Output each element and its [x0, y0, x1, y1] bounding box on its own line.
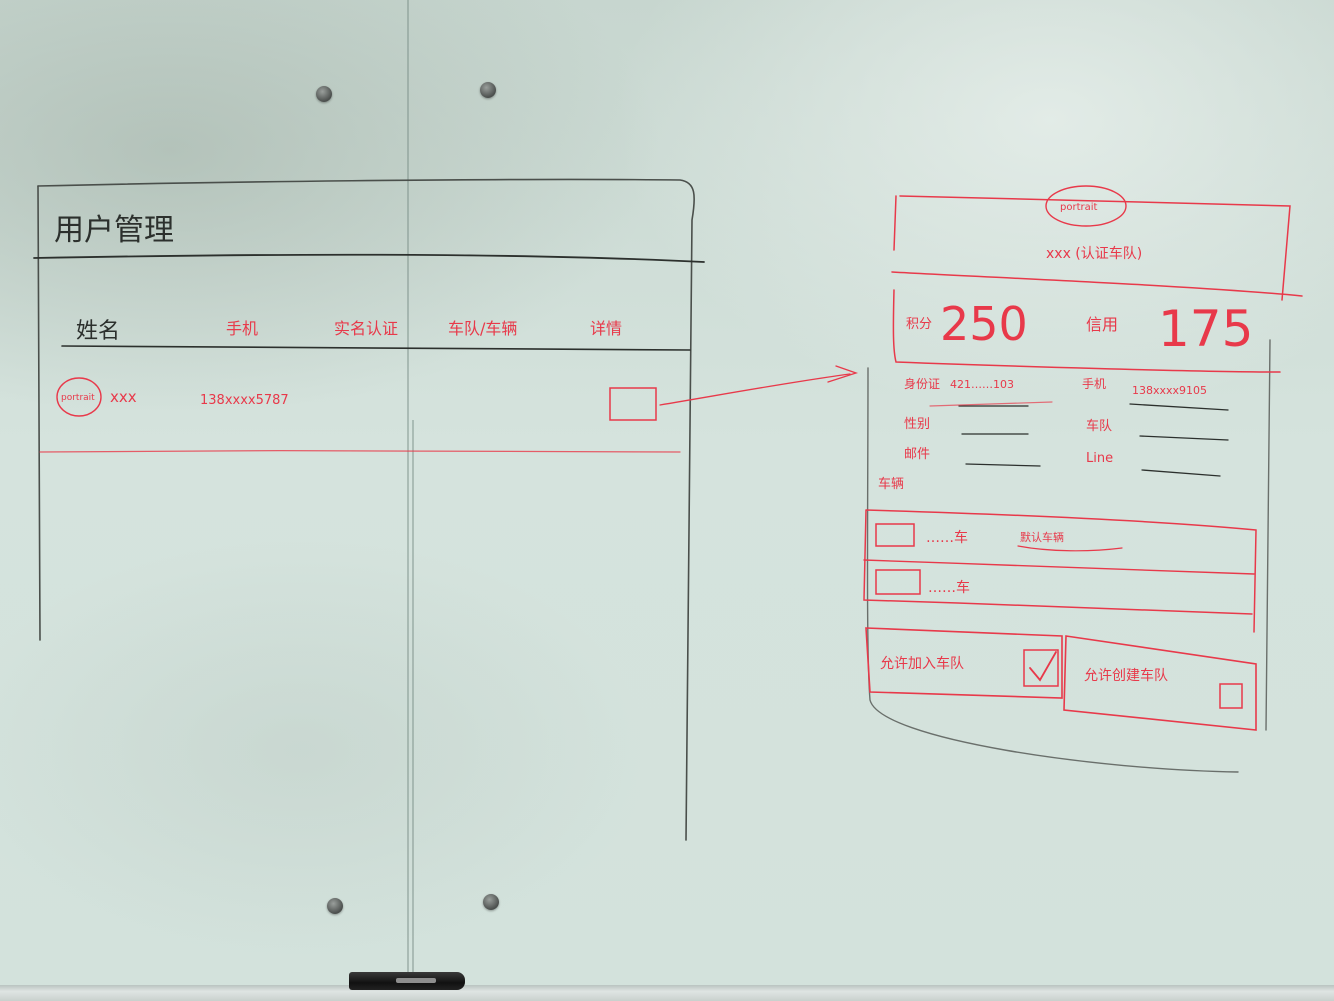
row-avatar-label: portrait — [61, 393, 95, 403]
detail-user-line: xxx (认证车队) — [1046, 245, 1142, 262]
info-label: 邮件 — [904, 447, 930, 462]
right-sketch — [863, 185, 1303, 773]
panel-seam — [407, 0, 409, 985]
marker-pen-label — [396, 978, 436, 983]
detail-avatar-label: portrait — [1060, 202, 1098, 213]
whiteboard-tray — [0, 985, 1334, 1001]
column-header-phone: 手机 — [226, 319, 258, 338]
stat-points-label: 积分 — [906, 317, 932, 332]
column-header-name: 姓名 — [76, 319, 120, 344]
info-label: Line — [1086, 451, 1113, 466]
stat-credit-value: 175 — [1158, 300, 1253, 358]
column-header-detail: 详情 — [590, 319, 622, 338]
option-allow-create-label: 允许创建车队 — [1084, 667, 1168, 684]
vehicle-title: ……车 — [926, 529, 968, 546]
panel-seam-lower — [412, 420, 414, 985]
magnet — [480, 82, 496, 98]
info-label: 手机 — [1082, 377, 1106, 391]
vehicle-title: ……车 — [928, 579, 970, 596]
info-label: 性别 — [904, 417, 930, 432]
magnet — [316, 86, 332, 102]
vehicle-default-note: 默认车辆 — [1020, 530, 1064, 544]
row-phone: 138xxxx5787 — [200, 393, 289, 408]
row-name: xxx — [110, 388, 137, 406]
column-header-verified: 实名认证 — [334, 319, 398, 338]
column-header-fleet: 车队/车辆 — [448, 319, 517, 338]
magnet — [327, 898, 343, 914]
option-allow-join-label: 允许加入车队 — [880, 655, 964, 672]
info-label: 车队 — [1086, 418, 1112, 434]
magnet — [483, 894, 499, 910]
info-label: 身份证 — [904, 376, 940, 391]
vehicles-section-label: 车辆 — [878, 476, 904, 492]
left-sketch-title: 用户管理 — [54, 213, 174, 248]
info-value: 421……103 — [950, 378, 1014, 391]
left-sketch — [33, 178, 859, 841]
info-value: 138xxxx9105 — [1132, 384, 1207, 397]
stat-points-value: 250 — [940, 297, 1028, 351]
stat-credit-label: 信用 — [1086, 315, 1118, 334]
